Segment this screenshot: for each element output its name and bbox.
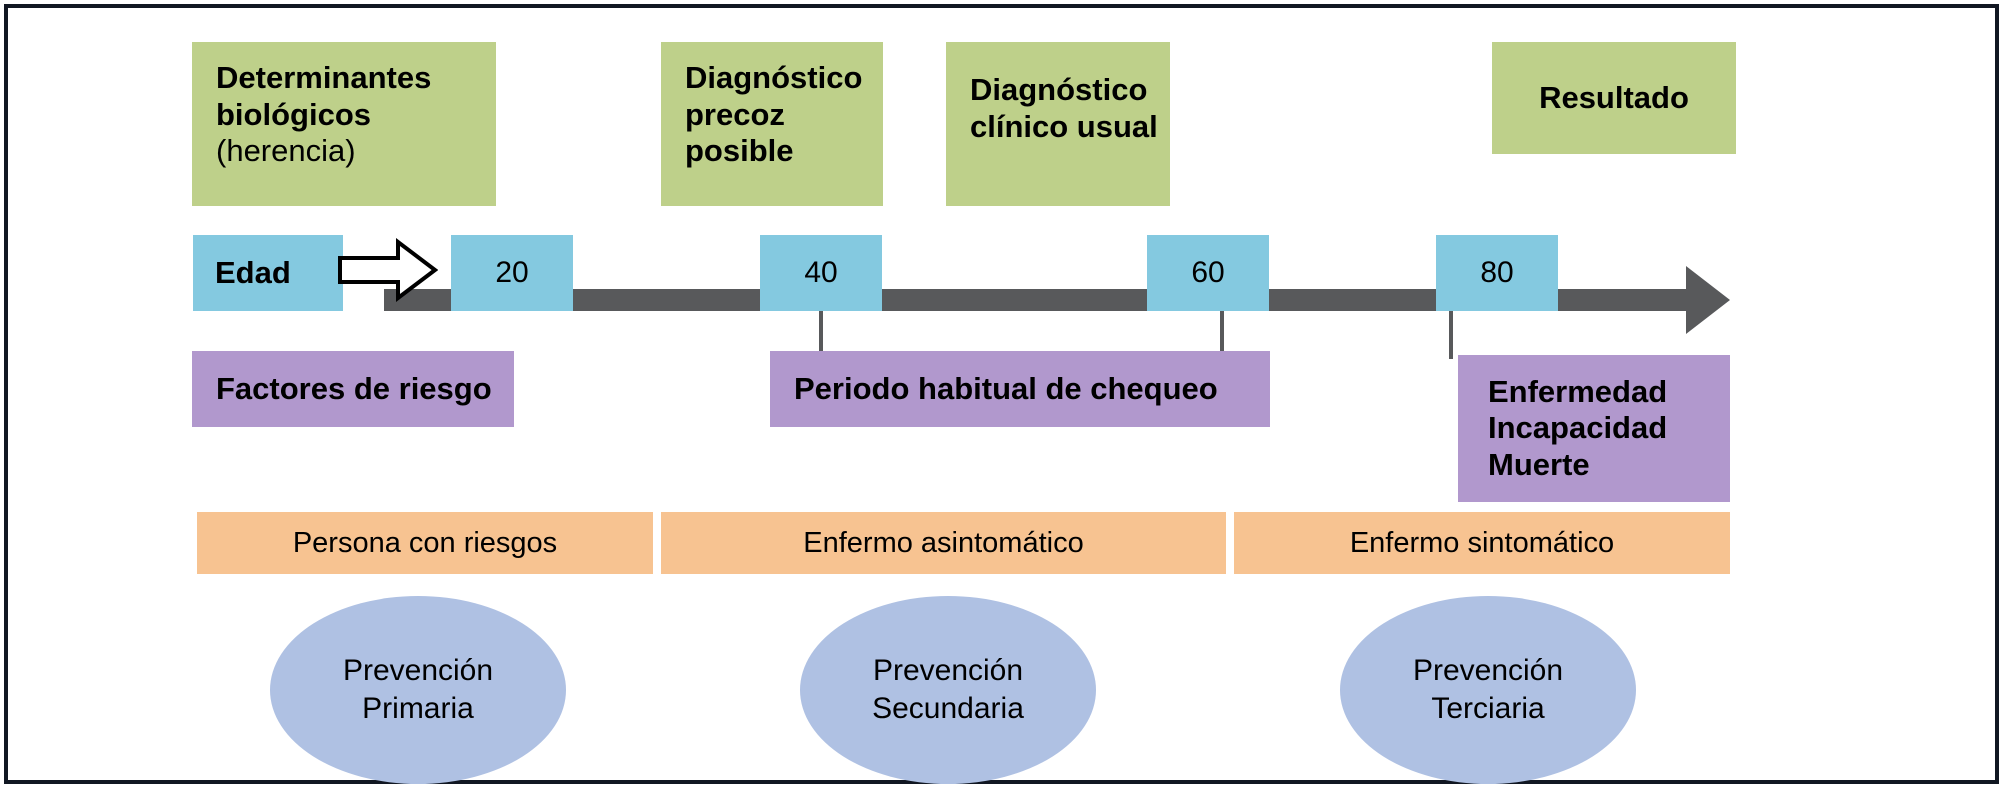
timeline-connector-40 xyxy=(819,311,823,355)
state-box-enfermedad-incapacidad-muerte: Enfermedad Incapacidad Muerte xyxy=(1458,355,1730,502)
timeline-bar xyxy=(384,289,1692,311)
timeline-age-label: Edad xyxy=(193,235,343,311)
phase-title-line2: biológicos xyxy=(216,96,371,132)
prevention-ellipse-secundaria: Prevención Secundaria xyxy=(800,596,1096,784)
phase-box-resultado: Resultado xyxy=(1492,42,1736,154)
state-label-line1: Factores de riesgo xyxy=(216,370,492,406)
phase-box-diagnostico-clinico-usual: Diagnóstico clínico usual xyxy=(946,42,1170,206)
timeline-tick-label: 40 xyxy=(804,256,838,289)
patient-band-label: Enfermo sintomático xyxy=(1349,526,1615,559)
timeline-tick-box-60: 60 xyxy=(1147,235,1269,311)
phase-title-line2: clínico usual xyxy=(970,108,1158,144)
phase-title-line1: Resultado xyxy=(1539,79,1689,115)
phase-box-diagnostico-precoz: Diagnóstico precoz posible xyxy=(661,42,883,206)
phase-title-line3: posible xyxy=(685,133,794,169)
phase-subtitle: (herencia) xyxy=(216,133,356,169)
phase-title-line1: Determinantes xyxy=(216,60,432,95)
patient-band-persona-con-riesgos: Persona con riesgos xyxy=(197,512,653,574)
state-box-periodo-habitual-de-chequeo: Periodo habitual de chequeo xyxy=(770,351,1270,427)
phase-title-line2: precoz xyxy=(685,96,785,132)
timeline-connector-80 xyxy=(1449,311,1453,359)
prevention-ellipse-terciaria: Prevención Terciaria xyxy=(1340,596,1636,784)
phase-box-determinantes-biologicos: Determinantes biológicos (herencia) xyxy=(192,42,496,206)
patient-band-enfermo-asintomatico: Enfermo asintomático xyxy=(661,512,1226,574)
timeline-tick-label: 80 xyxy=(1480,256,1514,289)
timeline-connector-60 xyxy=(1220,311,1224,355)
timeline-tick-label: 60 xyxy=(1191,256,1225,289)
timeline-age-label-text: Edad xyxy=(215,255,291,290)
timeline-tick-box-40: 40 xyxy=(760,235,882,311)
prevention-label-line1: Prevención xyxy=(1412,653,1564,687)
prevention-label-line2: Secundaria xyxy=(872,692,1024,725)
patient-band-enfermo-sintomatico: Enfermo sintomático xyxy=(1234,512,1730,574)
prevention-label-line1: Prevención xyxy=(342,653,494,687)
patient-band-label: Enfermo asintomático xyxy=(803,526,1084,559)
diagram-frame: Determinantes biológicos (herencia) Diag… xyxy=(4,4,1999,784)
state-label-line3: Muerte xyxy=(1488,446,1590,482)
timeline-tick-box-80: 80 xyxy=(1436,235,1558,311)
prevention-ellipse-primaria: Prevención Primaria xyxy=(270,596,566,784)
prevention-label-line2: Terciaria xyxy=(1431,692,1545,725)
state-label-line1: Enfermedad xyxy=(1488,373,1668,409)
prevention-label-line1: Prevención xyxy=(872,653,1024,687)
phase-title-line1: Diagnóstico xyxy=(970,72,1148,107)
timeline-tick-label: 20 xyxy=(495,256,529,289)
right-arrow-icon xyxy=(338,237,439,303)
patient-band-label: Persona con riesgos xyxy=(292,526,558,559)
state-label-line2: Incapacidad xyxy=(1488,410,1668,446)
timeline-arrowhead-icon xyxy=(1686,266,1730,334)
phase-title-line1: Diagnóstico xyxy=(685,60,863,95)
timeline-tick-box-20: 20 xyxy=(451,235,573,311)
state-box-factores-de-riesgo: Factores de riesgo xyxy=(192,351,514,427)
state-label-line1: Periodo habitual de chequeo xyxy=(794,370,1218,406)
prevention-label-line2: Primaria xyxy=(362,692,474,725)
